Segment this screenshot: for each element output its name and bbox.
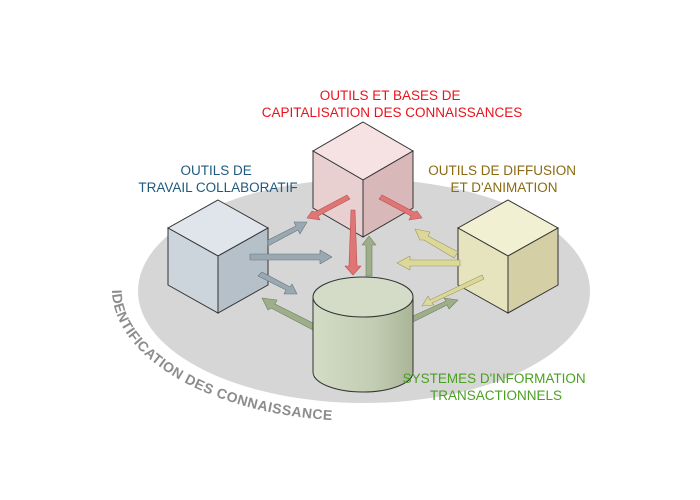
capitalisation-cube	[312, 121, 414, 238]
arrow-collaboratif-to-systemes-center	[249, 249, 333, 265]
arrow-systemes-to-diffusion	[412, 297, 459, 323]
arrows	[249, 194, 485, 331]
arrow-capitalisation-to-collaboratif	[306, 194, 351, 221]
arrow-diffusion-to-capitalisation	[414, 228, 459, 259]
systemes-label: SYSTEMES D'INFORMATION TRANSACTIONNELS	[403, 371, 590, 403]
capitalisation-label: OUTILS ET BASES DE CAPITALISATION DES CO…	[262, 88, 523, 120]
arrow-capitalisation-to-systemes	[344, 209, 362, 276]
arrow-diffusion-to-systemes-center	[396, 255, 461, 271]
collaboratif-label: OUTILS DE TRAVAIL COLLABORATIF	[138, 163, 297, 195]
arrow-capitalisation-to-diffusion	[378, 194, 423, 221]
arrow-collaboratif-to-systemes	[257, 271, 298, 295]
systemes-cylinder	[312, 276, 414, 393]
arrow-collaboratif-to-capitalisation	[267, 221, 308, 247]
arrow-systemes-to-capitalisation	[361, 235, 377, 277]
arrow-diffusion-to-systemes	[421, 274, 485, 307]
diffusion-label: OUTILS DE DIFFUSION ET D'ANIMATION	[428, 163, 580, 195]
arrow-systemes-to-collaboratif	[261, 297, 316, 331]
collaboratif-cube	[166, 199, 270, 314]
